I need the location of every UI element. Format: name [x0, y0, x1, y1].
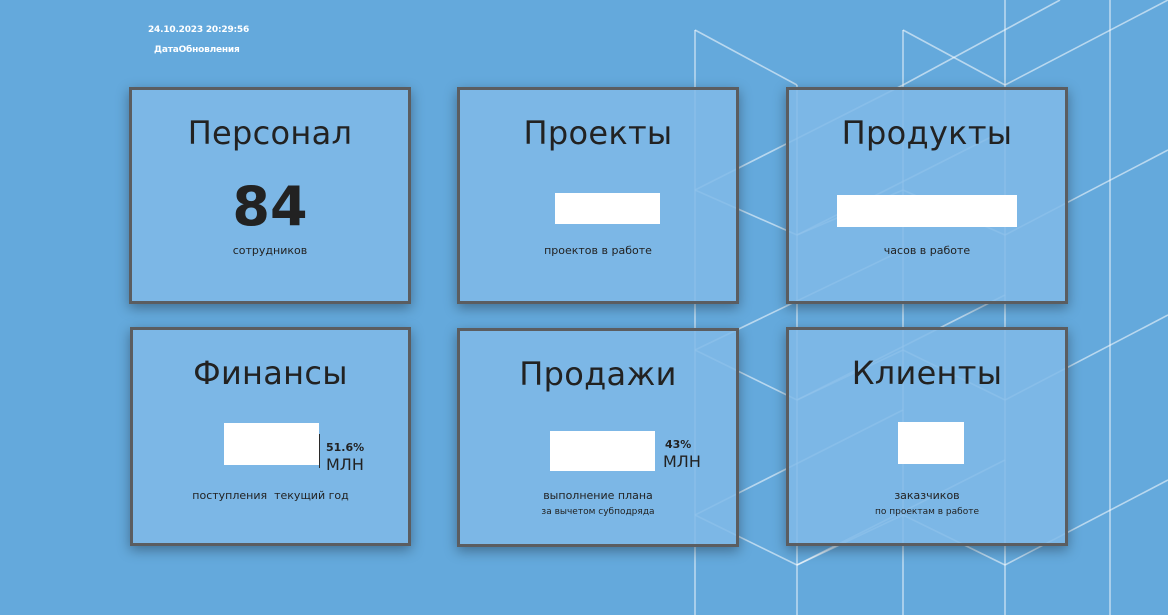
unit-label: МЛН — [663, 452, 701, 471]
card-title: Продажи — [519, 355, 677, 393]
last-updated-timestamp: 24.10.2023 20:29:56 — [148, 25, 250, 35]
percent-label: 43% — [665, 438, 692, 451]
card-caption: выполнение плана — [543, 489, 653, 502]
card-sales[interactable]: Продажи 43% МЛН выполнение плана за выче… — [457, 328, 739, 547]
value-divider — [319, 434, 320, 468]
redacted-value — [555, 193, 660, 224]
card-title: Клиенты — [851, 354, 1003, 392]
card-clients[interactable]: Клиенты заказчиков по проектам в работе — [786, 327, 1068, 546]
card-projects[interactable]: Проекты проектов в работе — [457, 87, 739, 304]
card-caption: поступления текущий год — [192, 489, 349, 502]
percent-label: 51.6% — [326, 441, 365, 454]
card-title: Персонал — [187, 114, 353, 152]
card-title: Проекты — [523, 114, 673, 152]
card-caption: часов в работе — [883, 244, 971, 257]
redacted-value — [837, 195, 1017, 227]
card-value: 84 — [232, 175, 308, 238]
redacted-value — [550, 431, 655, 471]
card-products[interactable]: Продукты часов в работе — [786, 87, 1068, 304]
card-caption: заказчиков — [894, 489, 960, 502]
card-caption: сотрудников — [232, 244, 308, 257]
card-finance[interactable]: Финансы 51.6% МЛН поступления текущий го… — [130, 327, 411, 546]
redacted-value — [224, 423, 319, 465]
redacted-value — [898, 422, 964, 464]
card-subcaption: по проектам в работе — [875, 507, 979, 517]
card-personnel[interactable]: Персонал 84 сотрудников — [129, 87, 411, 304]
card-subcaption: за вычетом субподряда — [541, 507, 655, 517]
card-title: Продукты — [841, 114, 1013, 152]
card-title: Финансы — [193, 354, 348, 392]
card-caption: проектов в работе — [544, 244, 652, 257]
unit-label: МЛН — [326, 455, 364, 474]
last-updated-label: ДатаОбновления — [154, 45, 240, 55]
